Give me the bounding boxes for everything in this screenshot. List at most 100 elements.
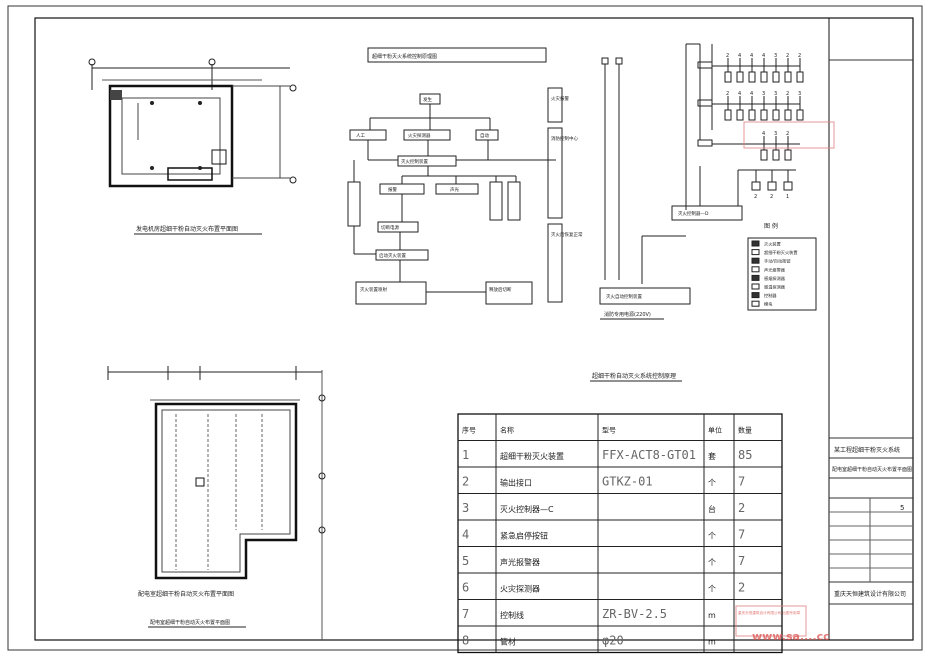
power-note: 消防专用电源(220V) [604, 311, 651, 318]
riser-count-label: 2 [726, 53, 729, 59]
table-header-cell: 型号 [602, 425, 616, 434]
table-cell: 个 [708, 558, 716, 567]
table-header-cell: 数量 [738, 425, 752, 434]
riser-count-label: 4 [762, 131, 765, 137]
riser-controller-box [671, 205, 743, 221]
table-header-cell: 序号 [462, 425, 476, 434]
table-header-cell: 单位 [708, 425, 722, 434]
outer-frame [7, 5, 923, 651]
table-cell: 7 [738, 474, 745, 488]
riser-count-label: 4 [750, 91, 753, 97]
plan2-caption: 配电室超细干粉自动灭火布置平面图 [138, 590, 234, 598]
riser-count-label: 2 [770, 194, 773, 200]
table-cell: FFX-ACT8-GT01 [602, 448, 696, 462]
riser-power-box [599, 287, 691, 305]
legend-symbol [751, 249, 760, 256]
legend-item: 灭火装置 [764, 241, 781, 248]
table-cell: φ20 [602, 633, 624, 647]
riser-device [784, 109, 792, 121]
riser-count-label: 4 [738, 91, 741, 97]
riser-count-label: 3 [774, 91, 777, 97]
flow-title-box [367, 47, 547, 63]
flow-release: 释放后切断 [489, 286, 512, 293]
plan1-caption: 发电机房超细干粉自动灭火布置平面图 [136, 225, 238, 233]
title-block-sheet-no: 5 [900, 504, 904, 512]
table-cell: 8 [462, 633, 469, 647]
riser-device [736, 109, 744, 121]
title-block-drawing-name: 配电室超细干粉自动灭火布置平面图 [832, 466, 912, 473]
legend-item: 声光报警器 [764, 266, 786, 273]
table-header-cell: 名称 [500, 425, 514, 434]
riser-count-label: 3 [798, 91, 801, 97]
table-cell: 管材 [500, 636, 516, 646]
table-cell: 台 [708, 504, 716, 514]
riser-count-label: 2 [786, 53, 789, 59]
plan-generator-room: 发电机房超细干粉自动灭火布置平面图 [88, 58, 297, 235]
flow-side-3: 灭火后恢复正常 [551, 231, 583, 238]
legend-box [747, 237, 817, 311]
watermark: www.sa....cc 重庆天恒建筑设计有限公司 出图专用章 [735, 121, 835, 643]
flow-manual: 人工 [356, 133, 365, 139]
flow-alarm: 报警 [388, 186, 397, 193]
flow-cut-power: 切断电源 [381, 224, 399, 231]
legend-item: 控制器 [764, 292, 777, 299]
title-block-project: 某工程超细干粉灭火系统 [834, 446, 900, 454]
riser-device [724, 109, 732, 121]
riser-device [767, 181, 777, 191]
table-cell: 2 [462, 474, 469, 488]
riser-device [751, 181, 761, 191]
table-cell: m [708, 637, 716, 646]
legend-item: 手动/自动按钮 [764, 258, 791, 265]
flow-start-device: 启动灭火装置 [379, 252, 406, 259]
table-cell: 超细干粉灭火装置 [500, 451, 564, 461]
table-cell: 2 [738, 501, 745, 515]
riser-device [748, 109, 756, 121]
table-cell: 灭火控制器—C [500, 504, 554, 514]
plan-distribution-room: 配电室超细干粉自动灭火布置平面图 配电室超细干粉自动灭火布置平面图 [107, 366, 326, 640]
legend: 图 例 灭火装置超细干粉灭火装置手动/自动按钮声光报警器感烟探测器感温探测器控制… [747, 222, 817, 311]
table-cell: 7 [738, 554, 745, 568]
legend-symbol [751, 240, 760, 247]
legend-symbol [751, 257, 760, 264]
plan2-sub: 配电室超细干粉自动灭火布置平面图 [150, 619, 230, 626]
riser-count-label: 2 [726, 91, 729, 97]
table-cell: 声光报警器 [500, 557, 540, 567]
legend-title: 图 例 [764, 222, 778, 230]
riser-count-label: 1 [786, 194, 789, 200]
table-cell: 紧急启停按钮 [500, 530, 548, 540]
riser-count-label: 3 [762, 91, 765, 97]
riser-device [784, 71, 792, 83]
riser-device [772, 109, 780, 121]
riser-device [724, 71, 732, 83]
legend-item: 感烟探测器 [764, 275, 786, 282]
riser-count-label: 4 [750, 53, 753, 59]
system-title: 超细干粉自动灭火系统控制原理 [592, 372, 676, 380]
riser-device [772, 71, 780, 83]
riser-count-label: 2 [754, 194, 757, 200]
riser-device [783, 181, 793, 191]
flow-detector: 火灾探测器 [408, 132, 431, 139]
riser-count-label: 2 [786, 131, 789, 137]
flow-side-1: 火灾报警 [551, 95, 569, 102]
legend-symbol [751, 300, 760, 307]
table-cell: 火灾探测器 [500, 583, 540, 593]
table-cell: 个 [708, 584, 716, 593]
flow-diagram: 超细干粉灭火系统控制原理图 发生 人工 火灾探测器 自动 灭火控制装置 报警 声… [347, 47, 682, 382]
watermark-text: www.sa....cc [752, 630, 830, 643]
flow-sound: 声光 [450, 186, 459, 193]
table-cell: 控制线 [500, 610, 524, 620]
flow-controller: 灭火控制装置 [401, 158, 428, 165]
table-cell: 6 [462, 580, 469, 594]
table-cell: 个 [708, 531, 716, 540]
legend-item: 模块 [764, 301, 773, 308]
riser-device [796, 109, 804, 121]
table-cell: 2 [738, 580, 745, 594]
riser-count-label: 3 [774, 131, 777, 137]
table-cell: m [708, 611, 716, 620]
legend-symbol [751, 274, 760, 281]
legend-symbol [751, 266, 760, 273]
riser-device [748, 71, 756, 83]
